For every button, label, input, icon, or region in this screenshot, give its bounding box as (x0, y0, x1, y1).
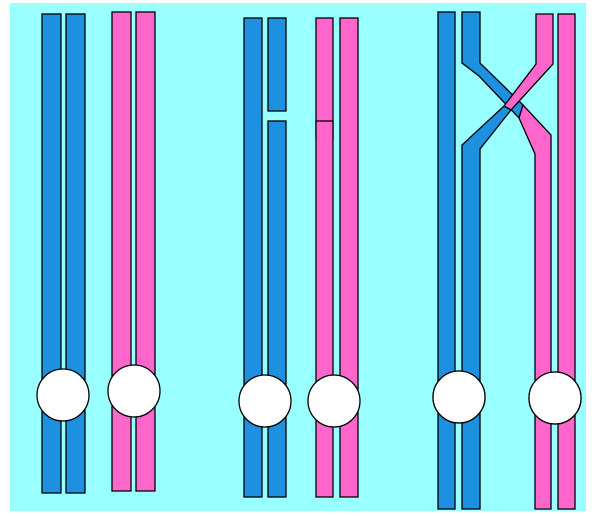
blue-chromatid-right (65, 13, 86, 494)
pink-centromere (107, 364, 161, 418)
blue-chromosome (238, 17, 292, 498)
blue-chromatid-left (437, 11, 456, 510)
pink-chromatid-left-lower-segment (315, 120, 334, 498)
pink-chromatid-right (557, 13, 576, 510)
pink-chromosome (307, 17, 361, 498)
pink-chromosome (107, 11, 161, 492)
blue-centromere (238, 374, 292, 428)
blue-chromosome (36, 13, 90, 494)
stage-crossing-over (432, 11, 582, 510)
blue-centromere-front (432, 370, 486, 424)
diagram-background (10, 3, 586, 511)
pink-chromatid-right (135, 11, 156, 492)
stage-chromatid-breaks (238, 17, 361, 498)
pink-centromere-front (528, 371, 582, 425)
blue-chromatid-right-lower-segment (267, 120, 287, 498)
pink-centromere (307, 374, 361, 428)
pink-chromatid-left (111, 11, 132, 492)
pink-chromatid-left-upper-segment (315, 17, 334, 139)
blue-centromere (36, 368, 90, 422)
blue-chromatid-right-upper-segment (267, 17, 287, 112)
stage-homologous-pair (36, 11, 161, 494)
